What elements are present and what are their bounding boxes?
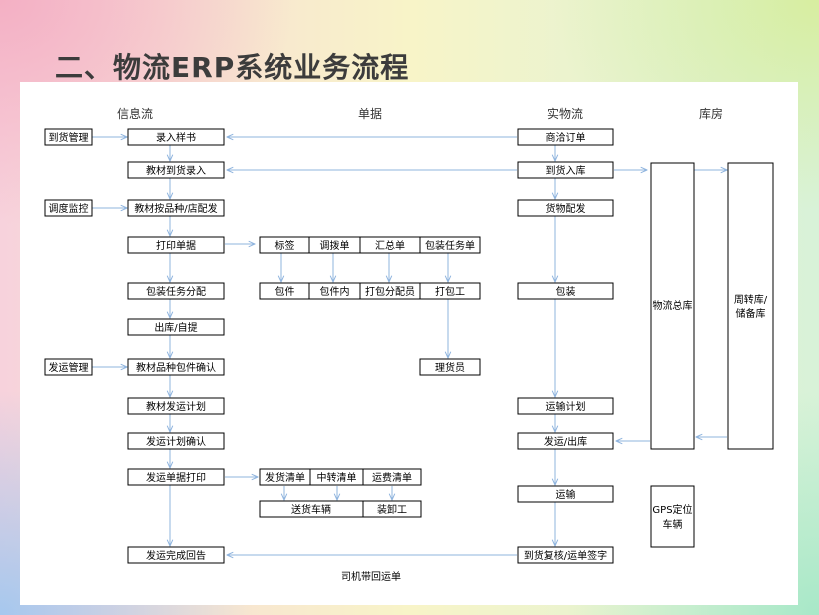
label-arrival-entry: 教材到货录入 xyxy=(146,164,206,177)
box-transport: 运输 xyxy=(517,485,614,503)
label-enter-sample: 录入样书 xyxy=(156,131,196,144)
box-gps: GPS定位 车辆 xyxy=(650,485,695,548)
box-arrival-entry: 教材到货录入 xyxy=(127,161,225,179)
label-tally-clerk: 理货员 xyxy=(435,361,465,374)
label-gps-2: 车辆 xyxy=(663,518,683,531)
column-header-docs: 单据 xyxy=(358,107,382,121)
box-ship-plan: 教材发运计划 xyxy=(127,397,225,415)
label-inbound: 到货入库 xyxy=(546,164,586,177)
doc-package-inner: 包件内 xyxy=(320,285,350,298)
label-turnover-2: 储备库 xyxy=(736,307,766,320)
docs-row4: 送货车辆 装卸工 xyxy=(259,500,422,518)
label-main-warehouse: 物流总库 xyxy=(653,299,693,312)
box-outbound: 出库/自提 xyxy=(127,318,225,336)
box-print-docs: 打印单据 xyxy=(127,236,225,254)
box-order: 商洽订单 xyxy=(517,128,614,146)
label-confirm-pack: 教材品种包件确认 xyxy=(136,361,216,374)
doc-transfer: 调拨单 xyxy=(320,239,350,252)
label-pack: 包装 xyxy=(556,285,576,298)
label-transport-plan: 运输计划 xyxy=(546,400,586,413)
doc-pack-task: 包装任务单 xyxy=(425,239,475,252)
doc-package: 包件 xyxy=(275,285,295,298)
box-arrival-mgmt: 到货管理 xyxy=(44,128,93,146)
doc-label: 标签 xyxy=(275,239,295,252)
label-receipt: 发运完成回告 xyxy=(146,549,206,562)
footer-note: 司机带回运单 xyxy=(341,570,401,583)
box-ship-out: 发运/出库 xyxy=(517,432,614,450)
docs-row1: 标签 调拨单 汇总单 包装任务单 xyxy=(259,236,481,254)
label-ship-plan: 教材发运计划 xyxy=(146,400,206,413)
box-pack: 包装 xyxy=(517,282,614,300)
label-shipping-mgmt: 发运管理 xyxy=(49,361,89,374)
doc-loader: 装卸工 xyxy=(377,503,407,516)
column-header-physical: 实物流 xyxy=(547,106,583,121)
label-print-docs: 打印单据 xyxy=(156,239,196,252)
doc-transit-list: 中转清单 xyxy=(317,471,357,484)
label-transport: 运输 xyxy=(556,488,576,501)
column-header-warehouse: 库房 xyxy=(699,106,723,121)
column-header-info: 信息流 xyxy=(117,106,153,121)
label-by-variety: 教材按品种/店配发 xyxy=(134,202,217,215)
label-print-ship-docs: 发运单据打印 xyxy=(146,471,206,484)
label-confirm-plan: 发运计划确认 xyxy=(146,435,206,448)
doc-freight-list: 运费清单 xyxy=(372,471,412,484)
doc-packer: 打包工 xyxy=(435,285,465,298)
box-shipping-mgmt: 发运管理 xyxy=(44,358,93,376)
box-receipt: 发运完成回告 xyxy=(127,546,225,564)
box-transport-plan: 运输计划 xyxy=(517,397,614,415)
label-order: 商洽订单 xyxy=(546,131,586,144)
label-sign: 到货复核/运单签字 xyxy=(524,549,607,562)
label-gps-1: GPS定位 xyxy=(652,503,692,516)
box-pack-assign: 包装任务分配 xyxy=(127,282,225,300)
box-confirm-pack: 教材品种包件确认 xyxy=(127,358,225,376)
box-turnover-warehouse: 周转库/ 储备库 xyxy=(727,162,774,450)
box-dispatch-monitor: 调度监控 xyxy=(44,199,93,217)
box-enter-sample: 录入样书 xyxy=(127,128,225,146)
label-allocate: 货物配发 xyxy=(546,202,586,215)
docs-row3: 发货清单 中转清单 运费清单 xyxy=(259,468,422,486)
box-main-warehouse: 物流总库 xyxy=(650,162,695,450)
box-print-ship-docs: 发运单据打印 xyxy=(127,468,225,486)
label-dispatch-monitor: 调度监控 xyxy=(49,202,89,215)
label-pack-assign: 包装任务分配 xyxy=(146,285,206,298)
doc-delivery-vehicle: 送货车辆 xyxy=(291,503,331,516)
doc-pack-allocator: 打包分配员 xyxy=(365,285,415,298)
slide-title: 二、物流ERP系统业务流程 xyxy=(55,51,410,84)
label-outbound: 出库/自提 xyxy=(154,321,197,334)
doc-delivery-list: 发货清单 xyxy=(265,471,305,484)
box-tally-clerk: 理货员 xyxy=(419,358,481,376)
box-sign: 到货复核/运单签字 xyxy=(517,546,614,564)
box-inbound: 到货入库 xyxy=(517,161,614,179)
doc-summary: 汇总单 xyxy=(375,239,405,252)
box-by-variety: 教材按品种/店配发 xyxy=(127,199,225,217)
label-ship-out: 发运/出库 xyxy=(544,435,587,448)
box-confirm-plan: 发运计划确认 xyxy=(127,432,225,450)
label-turnover-1: 周转库/ xyxy=(734,293,768,306)
label-arrival-mgmt: 到货管理 xyxy=(49,131,89,144)
box-allocate: 货物配发 xyxy=(517,199,614,217)
docs-row2: 包件 包件内 打包分配员 打包工 xyxy=(259,282,481,300)
